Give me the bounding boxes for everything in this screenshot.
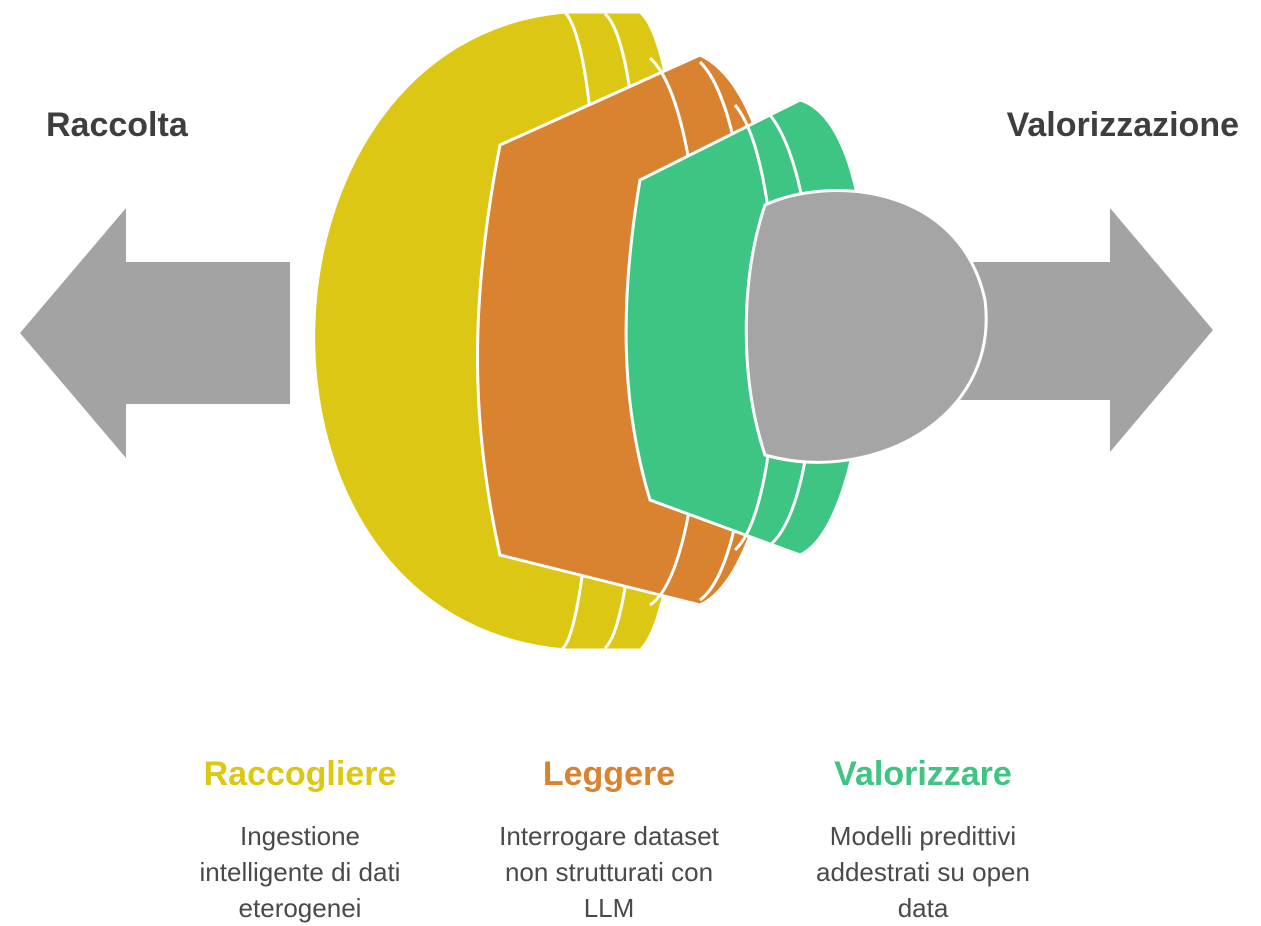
core-sphere: [744, 189, 988, 464]
layered-sphere-diagram: [20, 12, 1213, 650]
left-arrow-icon: [20, 208, 290, 458]
column-description: Ingestione intelligente di dati eterogen…: [199, 821, 401, 923]
left-label: Raccolta: [46, 106, 188, 144]
column-title: Valorizzare: [834, 755, 1012, 793]
column-title: Raccogliere: [203, 755, 397, 793]
column-valorizzare: Valorizzare Modelli predittivi addestrat…: [788, 752, 1058, 926]
column-description: Modelli predittivi addestrati su open da…: [816, 821, 1030, 923]
right-label: Valorizzazione: [1006, 106, 1239, 144]
right-arrow-icon: [960, 208, 1213, 452]
column-leggere: Leggere Interrogare dataset non struttur…: [474, 752, 744, 926]
column-description: Interrogare dataset non strutturati con …: [499, 821, 719, 923]
column-raccogliere: Raccogliere Ingestione intelligente di d…: [165, 752, 435, 926]
column-title: Leggere: [542, 755, 676, 793]
